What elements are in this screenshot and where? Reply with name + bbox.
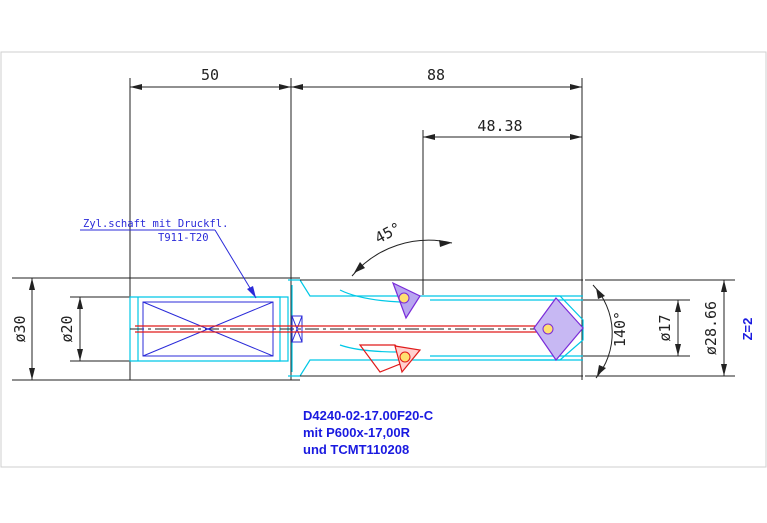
dimension-arrows <box>29 84 727 380</box>
tool-outline <box>129 279 584 377</box>
dim-insert-offset: 48.38 <box>477 117 522 135</box>
leader-arrow <box>247 286 256 298</box>
tool-id-line3: und TCMT110208 <box>303 442 409 457</box>
dim-dia-30: ø30 <box>11 315 29 342</box>
drawing-border <box>0 51 767 468</box>
shank-cross <box>142 301 303 357</box>
dim-chamfer-angle: 45° <box>372 219 404 248</box>
dim-point-angle: 140° <box>611 311 629 347</box>
tool-body <box>130 279 583 377</box>
tool-id-line1: D4240-02-17.00F20-C <box>303 408 434 423</box>
annotation-leader <box>80 229 257 299</box>
tool-id-line2: mit P600x-17,00R <box>303 425 411 440</box>
dim-dia-17: ø17 <box>656 314 674 341</box>
insert-upper <box>391 281 421 320</box>
annotation-standard: T911-T20 <box>158 232 209 244</box>
coolant-channel <box>135 325 545 373</box>
annotation-shank: Zyl.schaft mit Druckfl. <box>83 218 228 230</box>
flute-count: Z=2 <box>740 318 755 341</box>
dim-body-length: 88 <box>427 66 445 84</box>
dim-dia-20: ø20 <box>58 315 76 342</box>
insert-lower <box>394 345 422 374</box>
dimension-lines <box>12 78 735 381</box>
dim-dia-28-66: ø28.66 <box>702 301 720 355</box>
insert-center <box>533 297 584 361</box>
dim-shank-length: 50 <box>201 66 219 84</box>
